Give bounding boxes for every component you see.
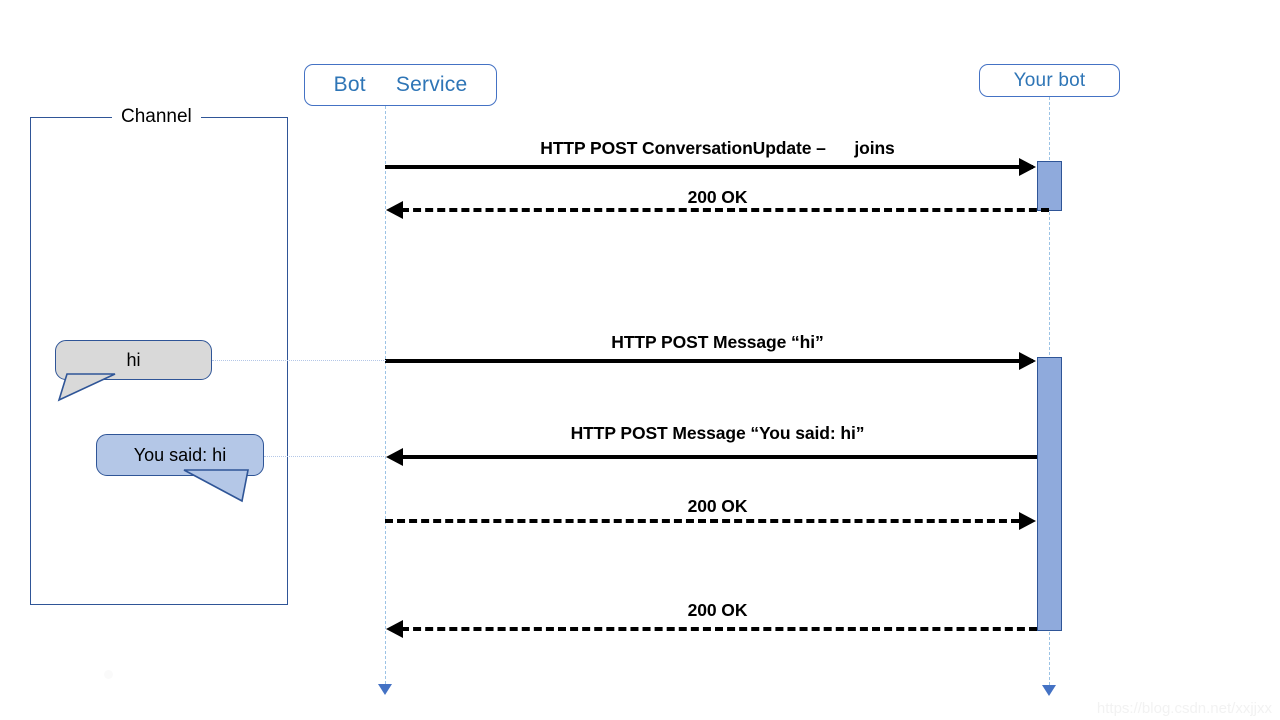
message-label-final-ack: 200 OK <box>687 600 748 620</box>
message-line-final-ack <box>401 627 1037 631</box>
message-label-post-message-reply: HTTP POST Message “You said: hi” <box>570 423 865 443</box>
message-line-post-message-hi <box>385 359 1033 363</box>
connector-bot-bubble <box>264 456 386 457</box>
activation-bar-conversation-update <box>1037 161 1062 211</box>
watermark-text: https://blog.csdn.net/xxjjxx <box>1096 700 1272 717</box>
arrowhead-left-icon <box>386 448 403 466</box>
message-label-conversation-update: HTTP POST ConversationUpdate – joins <box>540 138 895 158</box>
chat-bubble-bot: You said: hi <box>96 434 264 476</box>
participant-your-bot[interactable]: Your bot <box>979 64 1120 97</box>
lifeline-bot-service <box>385 106 386 684</box>
arrowhead-left-icon <box>386 620 403 638</box>
chat-bubble-user-tail-icon <box>57 373 116 402</box>
message-line-reply-ack <box>385 519 1019 523</box>
chat-bubble-user: hi <box>55 340 212 380</box>
connector-user-bubble <box>212 360 386 361</box>
arrowhead-right-icon <box>1019 158 1036 176</box>
message-label-post-message-hi: HTTP POST Message “hi” <box>611 332 824 352</box>
participant-bot-service[interactable]: Bot Service <box>304 64 497 106</box>
message-label-conversation-update-ack: 200 OK <box>687 187 748 207</box>
lifeline-end-arrow-icon <box>1042 685 1056 696</box>
lifeline-end-arrow-icon <box>378 684 392 695</box>
arrowhead-right-icon <box>1019 352 1036 370</box>
message-label-reply-ack: 200 OK <box>687 496 748 516</box>
channel-label: Channel <box>112 105 201 129</box>
activation-bar-message-exchange <box>1037 357 1062 631</box>
arrowhead-right-icon <box>1019 512 1036 530</box>
arrowhead-left-icon <box>386 201 403 219</box>
stray-dot-artifact <box>104 670 113 679</box>
message-line-conversation-update-ack <box>401 208 1049 212</box>
message-line-conversation-update <box>385 165 1033 169</box>
message-line-post-message-reply <box>401 455 1037 459</box>
chat-bubble-bot-tail-icon <box>183 469 249 503</box>
